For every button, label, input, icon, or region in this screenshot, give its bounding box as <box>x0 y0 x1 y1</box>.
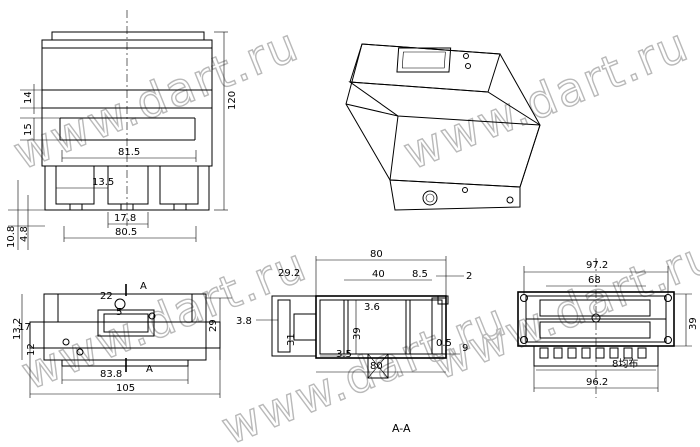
dim-height-120: 120 <box>227 91 238 110</box>
dim-14: 14 <box>23 91 34 104</box>
dim-105: 105 <box>116 383 135 394</box>
section-label: A-A <box>392 422 411 435</box>
dim-80-5: 80.5 <box>115 227 137 238</box>
dim-13-2: 13.2 <box>12 318 23 340</box>
dim-13-5: 13.5 <box>92 177 114 188</box>
dim-3-8: 3.8 <box>236 316 252 327</box>
dim-96-2: 96.2 <box>586 377 608 388</box>
dim-2: 2 <box>466 271 472 282</box>
section-marker-a-bottom: A <box>146 364 153 375</box>
dim-39: 39 <box>352 327 363 340</box>
terminal-row <box>539 347 647 359</box>
section-a-a-view: 80 40 8.5 2 29.2 3.8 3.6 31 39 0.5 3.5 <box>236 249 472 435</box>
dim-4-8: 4.8 <box>19 226 30 242</box>
dim-29-2: 29.2 <box>278 268 300 279</box>
watermark-2: www.dart.ru <box>396 17 697 180</box>
dim-40: 40 <box>372 269 385 280</box>
dim-5: 5 <box>116 307 122 318</box>
bottom-view: A A 22 5 13.2 17 12 29 83.8 105 <box>12 281 232 398</box>
section-marker-a-top: A <box>140 281 147 292</box>
dim-31: 31 <box>286 333 297 346</box>
dim-80-bottom: 80 <box>370 361 383 372</box>
dim-81-5: 81.5 <box>118 147 140 158</box>
front-view: 120 14 15 81.5 13.5 17.8 80.5 10.8 <box>6 10 238 250</box>
watermark-1: www.dart.ru <box>6 17 307 180</box>
dim-68: 68 <box>588 275 601 286</box>
dim-3-5: 3.5 <box>336 349 352 360</box>
dim-29: 29 <box>208 319 219 332</box>
dim-39-side: 39 <box>688 317 699 330</box>
dim-3-6: 3.6 <box>364 302 380 313</box>
dim-9: 9 <box>462 343 468 354</box>
dim-17-8: 17.8 <box>114 213 136 224</box>
dim-0-5: 0.5 <box>436 338 452 349</box>
side-view: 97.2 68 39 8均布 96.2 <box>517 258 699 398</box>
dim-10-8: 10.8 <box>6 226 17 248</box>
dim-17: 17 <box>18 322 31 333</box>
dim-15: 15 <box>23 123 34 136</box>
dim-8-5: 8.5 <box>412 269 428 280</box>
dim-12: 12 <box>26 343 37 356</box>
dim-terminals: 8均布 <box>612 358 638 370</box>
watermark-3: www.dart.ru <box>14 237 315 400</box>
isometric-view <box>345 43 541 211</box>
dim-80-top: 80 <box>370 249 383 260</box>
dim-22: 22 <box>100 291 113 302</box>
dim-83-8: 83.8 <box>100 369 122 380</box>
dim-97-2: 97.2 <box>586 260 608 271</box>
